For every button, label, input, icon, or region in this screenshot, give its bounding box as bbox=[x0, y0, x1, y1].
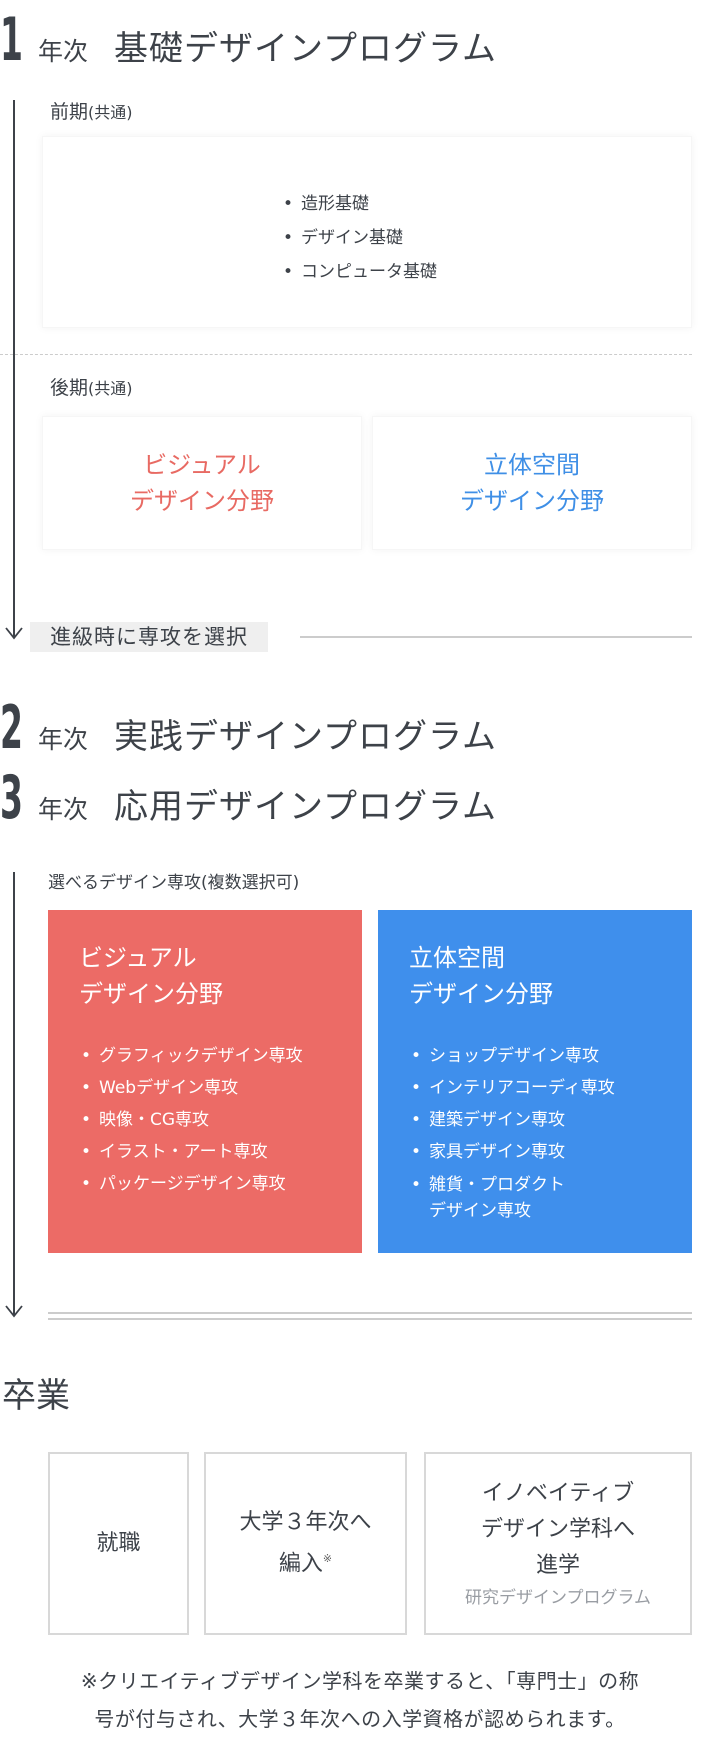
major-item: インテリアコーディ専攻 bbox=[409, 1072, 662, 1104]
majors-label-paren: (複数選択可) bbox=[201, 873, 300, 893]
grad-option-innovative-design: イノベイティブ デザイン学科へ 進学 研究デザインプログラム bbox=[424, 1452, 692, 1635]
year2-heading: 2 年次 実践デザインプログラム bbox=[0, 688, 497, 758]
grad-option-innovative-line2: デザイン学科へ bbox=[480, 1516, 635, 1542]
arrow-down-icon bbox=[5, 627, 23, 640]
grad-option-transfer-line1: 大学３年次へ bbox=[239, 1509, 372, 1535]
spatial-field-text: 立体空間 デザイン分野 bbox=[373, 447, 691, 519]
course-item: コンピュータ基礎 bbox=[281, 255, 437, 289]
year3-unit: 年次 bbox=[38, 795, 89, 824]
first-half-course-list: 造形基礎 デザイン基礎 コンピュータ基礎 bbox=[281, 187, 437, 289]
year2-title: 実践デザインプログラム bbox=[114, 717, 497, 757]
major-item: 映像・CG専攻 bbox=[79, 1104, 332, 1136]
footnote-line1: ※クリエイティブデザイン学科を卒業すると、「専門士」の称 bbox=[80, 1669, 640, 1693]
visual-design-major-card: ビジュアル デザイン分野 グラフィックデザイン専攻 Webデザイン専攻 映像・C… bbox=[48, 910, 362, 1253]
year3-title: 応用デザインプログラム bbox=[114, 787, 497, 827]
major-item: 建築デザイン専攻 bbox=[409, 1104, 662, 1136]
year2-unit: 年次 bbox=[38, 725, 89, 754]
first-half-label: 前期(共通) bbox=[50, 97, 133, 124]
year1-unit: 年次 bbox=[38, 37, 89, 66]
first-half-paren: (共通) bbox=[88, 103, 133, 122]
footnote-mark: ※ bbox=[322, 1551, 333, 1565]
year3-number: 3 bbox=[0, 763, 23, 833]
year1-title: 基礎デザインプログラム bbox=[114, 29, 497, 69]
footnote-line2: 号が付与され、大学３年次への入学資格が認められます。 bbox=[94, 1707, 626, 1731]
arrow-down-icon bbox=[5, 1305, 23, 1318]
visual-major-title-line1: ビジュアル bbox=[79, 944, 197, 972]
dashed-divider bbox=[0, 354, 692, 355]
grad-option-innovative-line3: 進学 bbox=[535, 1552, 580, 1578]
major-item-line2: デザイン専攻 bbox=[429, 1201, 531, 1221]
grad-option-employment: 就職 bbox=[48, 1452, 189, 1635]
majors-label-title: 選べるデザイン専攻 bbox=[48, 873, 201, 893]
major-item: 家具デザイン専攻 bbox=[409, 1136, 662, 1168]
visual-field-card: ビジュアル デザイン分野 bbox=[42, 416, 362, 550]
course-item: 造形基礎 bbox=[281, 187, 437, 221]
second-half-title: 後期 bbox=[50, 377, 89, 399]
year1-number: 1 bbox=[0, 5, 23, 75]
visual-field-line2: デザイン分野 bbox=[130, 487, 274, 515]
visual-major-list: グラフィックデザイン専攻 Webデザイン専攻 映像・CG専攻 イラスト・アート専… bbox=[79, 1040, 332, 1200]
majors-label: 選べるデザイン専攻(複数選択可) bbox=[48, 868, 299, 893]
year3-timeline-line bbox=[13, 872, 15, 1316]
major-item: ショップデザイン専攻 bbox=[409, 1040, 662, 1072]
first-half-card: 造形基礎 デザイン基礎 コンピュータ基礎 bbox=[42, 136, 692, 328]
spatial-major-title: 立体空間 デザイン分野 bbox=[409, 940, 662, 1012]
year1-heading: 1 年次 基礎デザインプログラム bbox=[0, 0, 497, 70]
first-half-title: 前期 bbox=[50, 101, 89, 123]
spatial-field-card: 立体空間 デザイン分野 bbox=[372, 416, 692, 550]
major-item: パッケージデザイン専攻 bbox=[79, 1168, 332, 1200]
grad-option-innovative-sub: 研究デザインプログラム bbox=[465, 1587, 651, 1608]
grad-option-innovative-line1: イノベイティブ bbox=[481, 1480, 635, 1506]
select-major-badge: 進級時に専攻を選択 bbox=[30, 622, 268, 652]
spatial-major-title-line2: デザイン分野 bbox=[409, 980, 553, 1008]
grad-option-transfer-line2-text: 編入 bbox=[278, 1551, 323, 1577]
year3-end-line-top bbox=[48, 1312, 692, 1314]
grad-option-university-transfer: 大学３年次へ 編入※ bbox=[204, 1452, 407, 1635]
footnote: ※クリエイティブデザイン学科を卒業すると、「専門士」の称 号が付与され、大学３年… bbox=[0, 1662, 720, 1738]
year2-number: 2 bbox=[0, 693, 23, 763]
spatial-design-major-card: 立体空間 デザイン分野 ショップデザイン専攻 インテリアコーディ専攻 建築デザイ… bbox=[378, 910, 692, 1253]
visual-major-title: ビジュアル デザイン分野 bbox=[79, 940, 332, 1012]
select-major-line bbox=[300, 636, 692, 638]
second-half-paren: (共通) bbox=[88, 379, 133, 398]
year3-heading: 3 年次 応用デザインプログラム bbox=[0, 758, 497, 828]
spatial-field-line1: 立体空間 bbox=[484, 451, 580, 479]
year1-timeline-line bbox=[13, 100, 15, 638]
major-item: 雑貨・プロダクト デザイン専攻 bbox=[409, 1168, 662, 1224]
spatial-field-line2: デザイン分野 bbox=[460, 487, 604, 515]
year3-end-line-bottom bbox=[48, 1318, 692, 1320]
spatial-major-list: ショップデザイン専攻 インテリアコーディ専攻 建築デザイン専攻 家具デザイン専攻… bbox=[409, 1040, 662, 1224]
major-item: グラフィックデザイン専攻 bbox=[79, 1040, 332, 1072]
spatial-major-title-line1: 立体空間 bbox=[409, 944, 505, 972]
course-item: デザイン基礎 bbox=[281, 221, 437, 255]
visual-field-line1: ビジュアル bbox=[143, 451, 261, 479]
visual-major-title-line2: デザイン分野 bbox=[79, 980, 223, 1008]
second-half-label: 後期(共通) bbox=[50, 373, 133, 400]
graduation-title: 卒業 bbox=[2, 1376, 70, 1416]
visual-field-text: ビジュアル デザイン分野 bbox=[43, 447, 361, 519]
major-item: イラスト・アート専攻 bbox=[79, 1136, 332, 1168]
grad-option-transfer-line2: 編入※ bbox=[279, 1541, 332, 1582]
grad-option-employment-label: 就職 bbox=[96, 1530, 141, 1556]
major-item-line1: 雑貨・プロダクト bbox=[429, 1175, 565, 1195]
major-item: Webデザイン専攻 bbox=[79, 1072, 332, 1104]
